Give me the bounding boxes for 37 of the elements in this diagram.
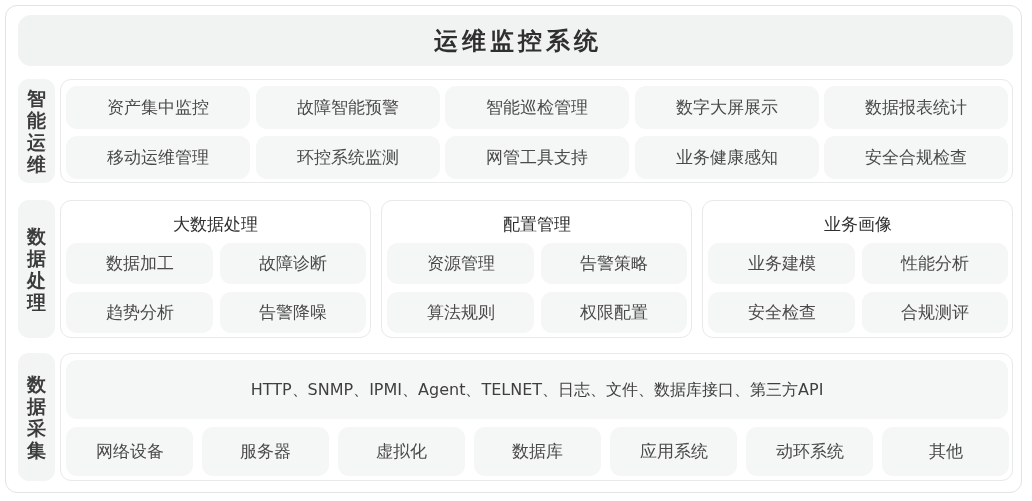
group-heading: 业务画像 xyxy=(822,213,893,235)
module-box: 资产集中监控 xyxy=(66,86,250,129)
module-box: 故障智能预警 xyxy=(256,86,440,129)
module-box: 其他 xyxy=(882,427,1009,476)
module-box: 数据报表统计 xyxy=(824,86,1008,129)
layer-label: 数据处理 xyxy=(18,200,55,338)
group-heading: 大数据处理 xyxy=(172,213,259,235)
module-box: 告警降噪 xyxy=(220,292,366,333)
module-box: 数字大屏展示 xyxy=(635,86,819,129)
module-box: 应用系统 xyxy=(610,427,737,476)
group-heading: 配置管理 xyxy=(501,213,572,235)
layer-label: 数据采集 xyxy=(18,353,55,481)
module-box: 算法规则 xyxy=(387,292,534,333)
module-box: 移动运维管理 xyxy=(66,136,250,179)
module-box: 合规测评 xyxy=(862,292,1008,333)
module-box: 告警策略 xyxy=(541,243,687,284)
module-box: 趋势分析 xyxy=(66,292,213,333)
module-box: 虚拟化 xyxy=(338,427,465,476)
module-box: 资源管理 xyxy=(387,243,534,284)
protocol-bar: HTTP、SNMP、IPMI、Agent、TELNET、日志、文件、数据库接口、第三方API xyxy=(66,360,1008,419)
module-box: 安全合规检查 xyxy=(824,136,1008,179)
module-box: 故障诊断 xyxy=(220,243,366,284)
module-box: 动环系统 xyxy=(746,427,873,476)
module-box: 网络设备 xyxy=(66,427,193,476)
module-box: 业务健康感知 xyxy=(635,136,819,179)
module-box: 性能分析 xyxy=(862,243,1008,284)
module-box: 服务器 xyxy=(202,427,329,476)
module-box: 数据库 xyxy=(474,427,601,476)
module-box: 环控系统监测 xyxy=(256,136,440,179)
module-box: 权限配置 xyxy=(541,292,687,333)
module-box: 安全检查 xyxy=(708,292,855,333)
module-box: 网管工具支持 xyxy=(445,136,629,179)
module-box: 业务建模 xyxy=(708,243,855,284)
module-box: 智能巡检管理 xyxy=(445,86,629,129)
module-box: 数据加工 xyxy=(66,243,213,284)
layer-label: 智能运维 xyxy=(18,79,55,183)
title-banner: 运维监控系统 xyxy=(18,15,1013,66)
